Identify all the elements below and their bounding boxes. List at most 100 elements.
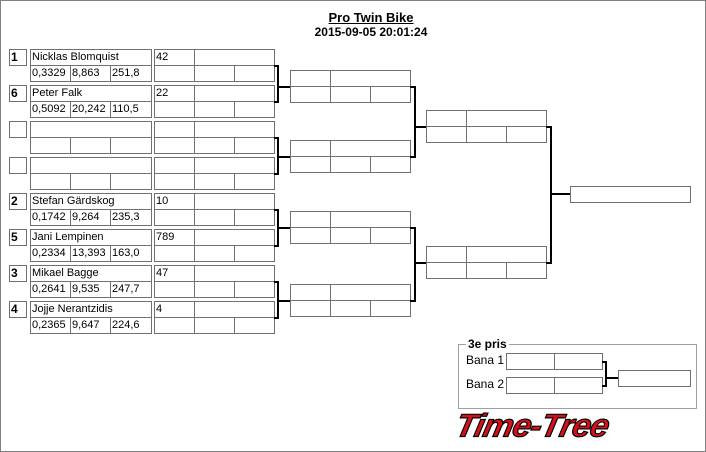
competitor-stat: 163,0: [110, 245, 152, 262]
competitor-stat: [30, 137, 71, 154]
bracket-connector: [277, 156, 290, 158]
bracket-connector: [602, 385, 607, 387]
bracket-connector: [277, 86, 290, 88]
competitor-stat: [110, 137, 152, 154]
round2-match-cell: [290, 284, 331, 301]
semifinal-match-cell: [506, 126, 547, 143]
competitor-stat: 247,7: [110, 281, 152, 298]
result-cell: [154, 101, 195, 118]
result-cell: [234, 245, 275, 262]
competitor-stat: 0,2365: [30, 317, 71, 334]
bracket-connector: [550, 193, 570, 195]
timestamp: 2015-09-05 20:01:24: [314, 25, 428, 39]
bracket-connector: [410, 300, 416, 302]
competitor-stat: 9,264: [70, 209, 111, 226]
bracket-connector: [274, 209, 279, 211]
result-value: [154, 157, 195, 174]
result-cell: [234, 65, 275, 82]
competitor-stat: 9,535: [70, 281, 111, 298]
competitor-name: Jojje Nerantzidis: [30, 301, 152, 318]
result-value: 22: [154, 85, 195, 102]
third-place-title: 3e pris: [466, 337, 509, 351]
result-cell: [154, 209, 195, 226]
result-cell: [194, 193, 275, 210]
bracket-connector: [605, 377, 618, 379]
seed-box: 1: [9, 49, 27, 66]
round2-match-cell: [370, 86, 411, 103]
lane-2-label: Bana 2: [466, 377, 505, 391]
competitor-name: Stefan Gärdskog: [30, 193, 152, 210]
round2-match-cell: [290, 86, 331, 103]
result-cell: [234, 137, 275, 154]
bracket-connector: [274, 245, 279, 247]
round2-match-cell: [290, 140, 331, 157]
competitor-stat: [30, 173, 71, 190]
semifinal-match-cell: [466, 262, 507, 279]
third-place-cell: [506, 353, 555, 370]
result-cell: [194, 245, 235, 262]
seed-box: 3: [9, 265, 27, 282]
time-tree-logo: Time-Tree: [452, 407, 613, 445]
result-value: 47: [154, 265, 195, 282]
result-cell: [194, 229, 275, 246]
result-cell: [194, 301, 275, 318]
result-cell: [154, 173, 195, 190]
competitor-stat: 251,8: [110, 65, 152, 82]
result-cell: [234, 209, 275, 226]
semifinal-match-cell: [466, 110, 547, 127]
round2-match-cell: [330, 86, 371, 103]
lane-1-label: Bana 1: [466, 353, 505, 367]
bracket-connector: [274, 281, 279, 283]
bracket-connector: [550, 126, 552, 264]
result-cell: [194, 49, 275, 66]
round2-match-cell: [290, 227, 331, 244]
round2-match-cell: [290, 300, 331, 317]
competitor-name: Nicklas Blomquist: [30, 49, 152, 66]
third-place-cell: [554, 377, 603, 394]
seed-box: [9, 157, 27, 174]
seed-box: 5: [9, 229, 27, 246]
result-cell: [194, 281, 235, 298]
round2-match-cell: [330, 300, 371, 317]
competitor-stat: 0,1742: [30, 209, 71, 226]
bracket-connector: [602, 361, 607, 363]
competitor-stat: [110, 173, 152, 190]
page-title: Pro Twin Bike: [328, 10, 414, 25]
bracket-connector: [277, 227, 290, 229]
result-cell: [194, 85, 275, 102]
bracket-connector: [274, 101, 279, 103]
result-value: [154, 121, 195, 138]
round2-match-cell: [370, 156, 411, 173]
bracket-connector: [414, 262, 426, 264]
bracket-connector: [546, 126, 552, 128]
competitor-stat: [70, 173, 111, 190]
competitor-name: Jani Lempinen: [30, 229, 152, 246]
result-cell: [234, 173, 275, 190]
competitor-name: [30, 157, 152, 174]
seed-box: 4: [9, 301, 27, 318]
result-cell: [154, 245, 195, 262]
competitor-stat: 235,3: [110, 209, 152, 226]
round2-match-cell: [330, 156, 371, 173]
semifinal-match-cell: [506, 262, 547, 279]
semifinal-match-cell: [426, 262, 467, 279]
round2-match-cell: [330, 70, 411, 87]
bracket-connector: [274, 317, 279, 319]
result-cell: [234, 101, 275, 118]
bracket-connector: [410, 227, 416, 229]
result-cell: [194, 65, 235, 82]
round2-match-cell: [290, 70, 331, 87]
result-cell: [154, 281, 195, 298]
round2-match-cell: [330, 140, 411, 157]
third-place-cell: [506, 377, 555, 394]
semifinal-match-cell: [426, 246, 467, 263]
third-place-cell: [554, 353, 603, 370]
competitor-name: Mikael Bagge: [30, 265, 152, 282]
semifinal-match-cell: [466, 246, 547, 263]
result-cell: [154, 317, 195, 334]
result-cell: [234, 317, 275, 334]
third-place-winner-box: [618, 370, 691, 387]
round2-match-cell: [290, 211, 331, 228]
result-cell: [154, 137, 195, 154]
bracket-connector: [410, 86, 416, 88]
